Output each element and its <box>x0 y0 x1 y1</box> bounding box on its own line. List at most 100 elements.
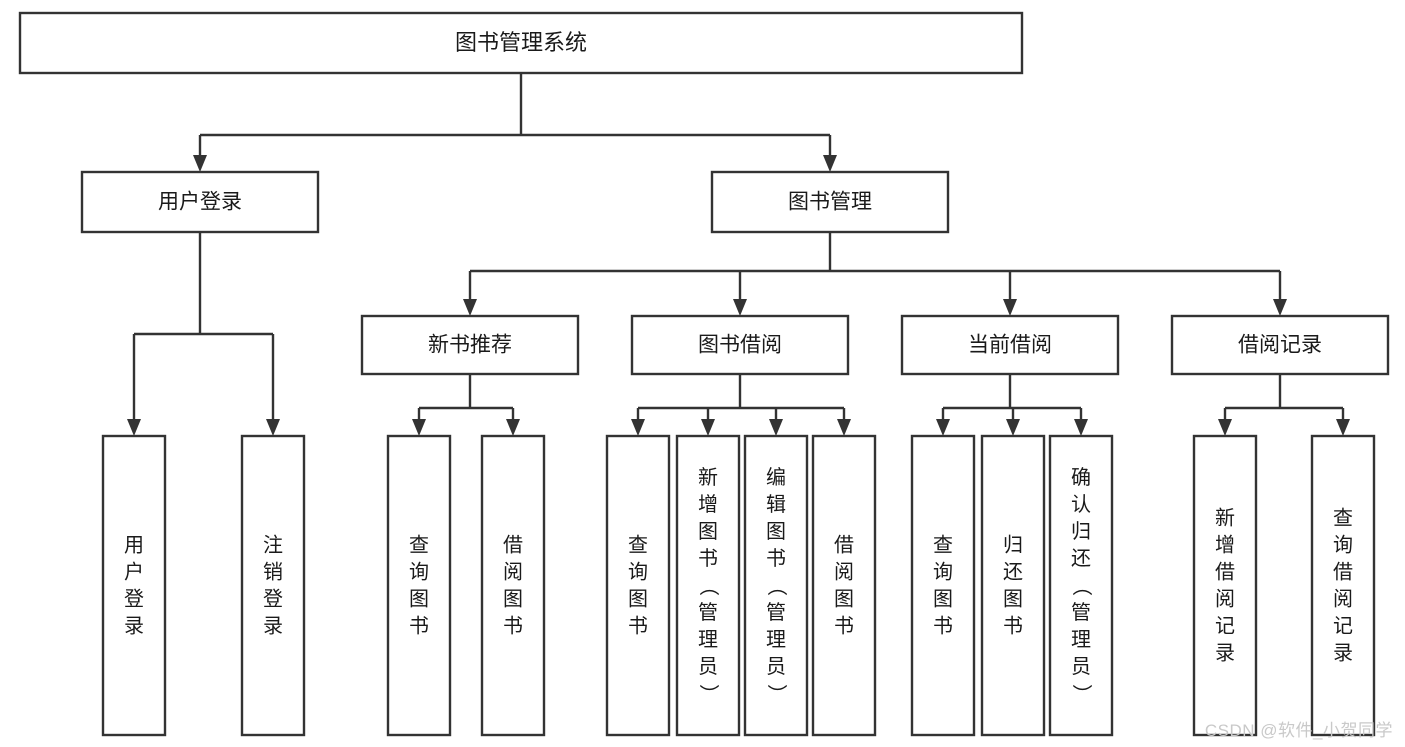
node-borrow-record[interactable]: 借阅记录 <box>1170 314 1390 376</box>
arrowhead-icon <box>1074 419 1088 436</box>
node-label-char: 书 <box>1003 615 1023 638</box>
node-label-char: 新 <box>1215 507 1235 530</box>
node-label-char: 员 <box>698 656 718 678</box>
node-label-char: 用 <box>124 535 144 557</box>
node-box <box>80 170 320 234</box>
node-box <box>386 434 452 737</box>
node-box <box>710 170 950 234</box>
node-label-char: 登 <box>124 588 144 611</box>
node-label-char: ） <box>1070 684 1093 704</box>
node-box <box>1310 434 1376 737</box>
node-book-manage[interactable]: 图书管理 <box>710 170 950 234</box>
node-user-login[interactable]: 用户登录 <box>80 170 320 234</box>
node-label-char: （ <box>1070 576 1093 596</box>
node-label-char: 记 <box>1333 615 1353 638</box>
arrowhead-icon <box>266 419 280 436</box>
node-box <box>811 434 877 737</box>
node-label-char: 理 <box>1071 629 1091 651</box>
node-label-char: 查 <box>409 534 429 557</box>
node-label-char: 增 <box>698 493 718 516</box>
arrowhead-icon <box>936 419 950 436</box>
node-label-char: 销 <box>263 561 283 584</box>
node-label-char: 图 <box>503 589 523 611</box>
node-book-borrow[interactable]: 图书借阅 <box>630 314 850 376</box>
node-box <box>1048 434 1114 737</box>
arrowhead-icon <box>769 419 783 436</box>
node-label-char: 辑 <box>766 493 786 516</box>
node-label: 图书管理 <box>788 191 872 214</box>
node-box <box>675 434 741 737</box>
node-label-char: 理 <box>766 629 786 651</box>
node-label-char: 注 <box>263 534 283 557</box>
arrowhead-icon <box>193 155 207 172</box>
node-label-char: 记 <box>1215 615 1235 638</box>
node-box <box>360 314 580 376</box>
node-label-char: （ <box>765 576 788 596</box>
node-label-char: 阅 <box>503 561 523 584</box>
node-label-char: 图 <box>766 521 786 543</box>
node-leaf-user-login[interactable]: 用户登录 <box>101 434 167 737</box>
node-label-char: 书 <box>409 615 429 638</box>
node-box <box>910 434 976 737</box>
node-box <box>605 434 671 737</box>
node-label-char: 查 <box>933 534 953 557</box>
node-box <box>1192 434 1258 737</box>
node-label-char: 认 <box>1071 493 1091 516</box>
node-box <box>630 314 850 376</box>
node-label-char: 增 <box>1215 534 1235 557</box>
node-label: 新书推荐 <box>428 334 512 357</box>
arrowhead-icon <box>631 419 645 436</box>
node-label-char: 查 <box>1333 507 1353 530</box>
node-label-char: 询 <box>628 561 648 584</box>
node-label-char: 阅 <box>1215 588 1235 611</box>
node-box <box>101 434 167 737</box>
node-label-char: 录 <box>1215 643 1235 665</box>
arrowhead-icon <box>701 419 715 436</box>
node-label-char: 登 <box>263 588 283 611</box>
node-label-char: 询 <box>1333 534 1353 557</box>
node-label-char: 书 <box>834 615 854 638</box>
node-label-char: 管 <box>1071 601 1091 624</box>
node-label-char: 借 <box>503 534 523 557</box>
node-label-char: 户 <box>124 561 144 584</box>
node-current-borrow[interactable]: 当前借阅 <box>900 314 1120 376</box>
node-label-char: 阅 <box>1333 588 1353 611</box>
node-label-char: 图 <box>409 589 429 611</box>
node-label-char: 借 <box>1333 561 1353 584</box>
arrowhead-icon <box>1273 299 1287 316</box>
node-label: 图书管理系统 <box>455 30 587 55</box>
arrowhead-icon <box>127 419 141 436</box>
node-label-char: 录 <box>124 616 144 638</box>
node-label-char: 查 <box>628 534 648 557</box>
arrowhead-icon <box>1006 419 1020 436</box>
node-label-char: 还 <box>1071 547 1091 570</box>
node-label-char: 图 <box>1003 589 1023 611</box>
node-label-char: 管 <box>698 601 718 624</box>
node-label-char: 借 <box>834 534 854 557</box>
node-label-char: 确 <box>1071 466 1091 489</box>
node-root[interactable]: 图书管理系统 <box>18 11 1024 75</box>
node-label-char: 还 <box>1003 561 1023 584</box>
node-new-book[interactable]: 新书推荐 <box>360 314 580 376</box>
connector-layer <box>127 73 1350 436</box>
node-label-char: 图 <box>933 589 953 611</box>
node-label-char: 编 <box>766 466 786 489</box>
node-box <box>480 434 546 737</box>
arrowhead-icon <box>1336 419 1350 436</box>
arrowhead-icon <box>463 299 477 316</box>
node-layer: 图书管理系统用户登录图书管理新书推荐图书借阅当前借阅借阅记录用户登录注销登录查询… <box>18 11 1390 737</box>
node-label: 用户登录 <box>158 191 242 214</box>
